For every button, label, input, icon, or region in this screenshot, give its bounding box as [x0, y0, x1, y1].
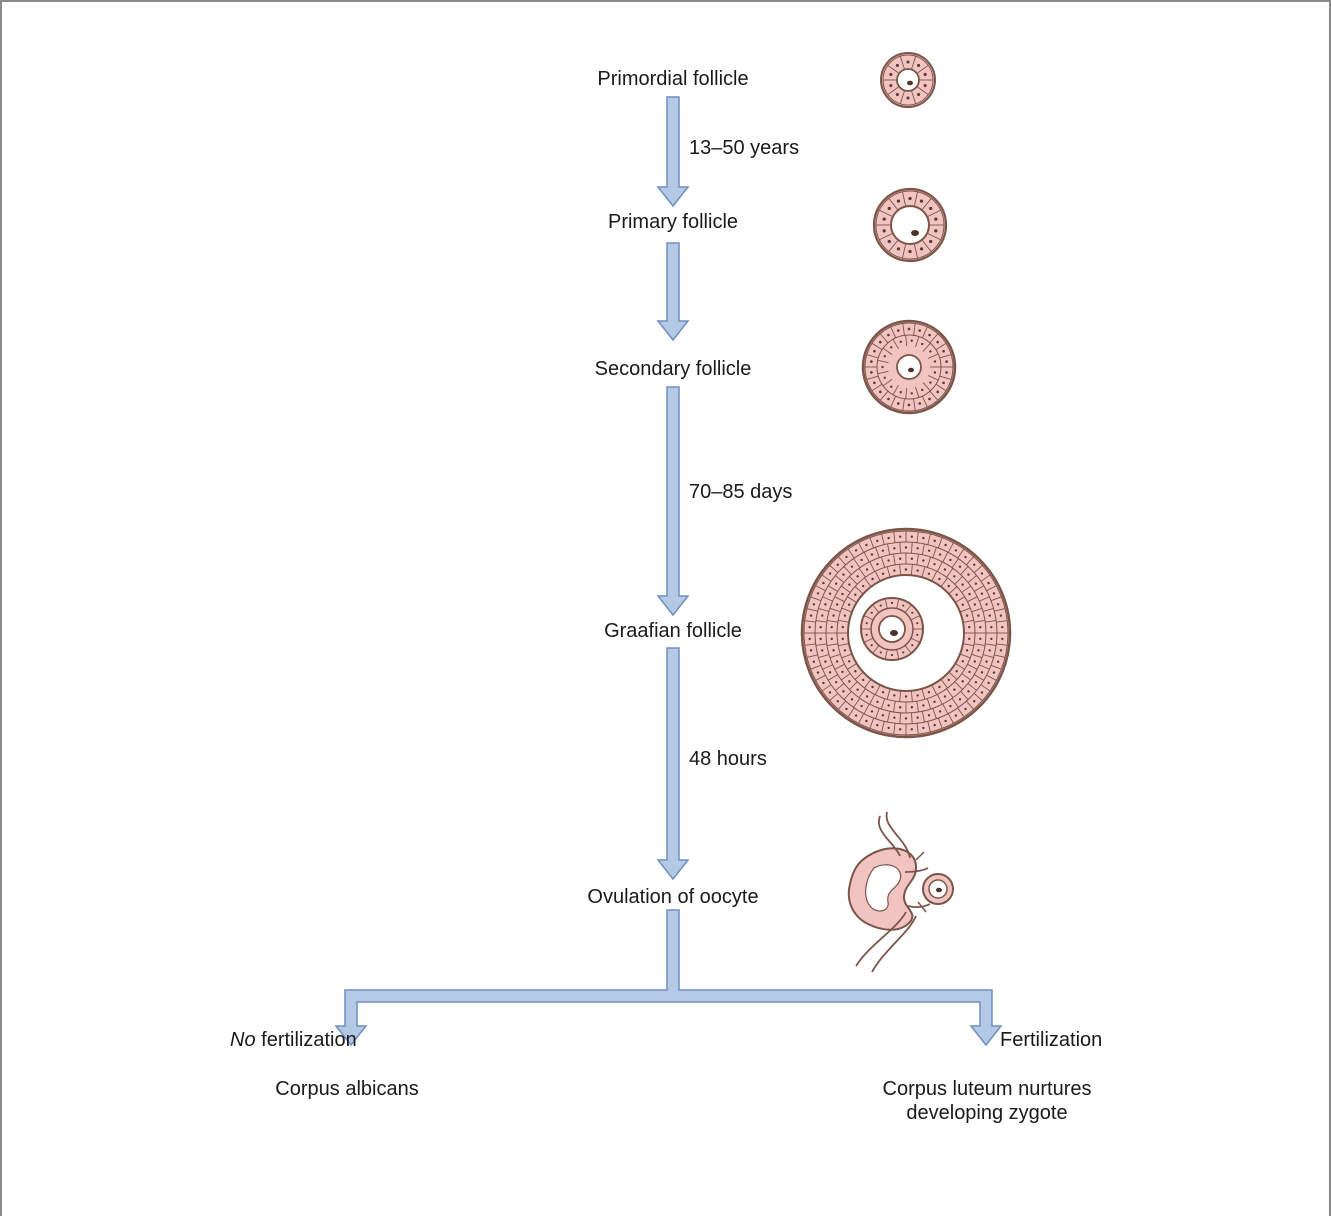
stage-label-ovulation: Ovulation of oocyte: [587, 886, 759, 908]
stage-label-primordial: Primordial follicle: [597, 68, 749, 90]
outcome-label-corpus-albicans: Corpus albicans: [275, 1078, 419, 1100]
cell-ring: [825, 552, 987, 714]
duration-label-days: 70–85 days: [689, 481, 793, 503]
secondary-follicle-illustration: [861, 319, 957, 415]
flow-arrows: [334, 96, 1003, 1047]
cell-ring: [864, 322, 954, 412]
graafian-follicle-illustration: [800, 527, 1012, 739]
arrow-secondary-to-graafian: [656, 386, 690, 617]
cell-ring: [836, 563, 976, 703]
primordial-follicle-illustration: [880, 52, 936, 108]
branch-label-fertilization: Fertilization: [1000, 1029, 1103, 1051]
cell-ring: [860, 597, 924, 661]
cell-ring: [803, 530, 1009, 736]
cell-ring: [875, 190, 945, 260]
primary-follicle-illustration: [872, 187, 948, 263]
branch-label-no-fertilization: No fertilization: [230, 1028, 357, 1052]
stage-label-secondary: Secondary follicle: [594, 358, 752, 380]
cell-ring: [882, 54, 934, 106]
cell-ring: [876, 334, 942, 400]
cell-ring: [814, 541, 998, 725]
arrow-primordial-to-primary: [656, 96, 690, 208]
no-emphasis: No: [230, 1029, 256, 1051]
arrow-graafian-to-ovulation: [656, 647, 690, 881]
duration-label-years: 13–50 years: [689, 137, 800, 159]
stage-label-graafian: Graafian follicle: [604, 620, 742, 642]
arrow-primary-to-secondary: [656, 242, 690, 342]
no-fertilization-rest: fertilization: [255, 1029, 357, 1051]
branch-arrow: [334, 909, 1003, 1047]
duration-label-hours: 48 hours: [689, 748, 767, 770]
ovulation-illustration: [847, 811, 954, 973]
outcome-label-corpus-luteum: Corpus luteum nurtures developing zygote: [882, 1078, 1092, 1124]
stage-label-primary: Primary follicle: [607, 211, 739, 233]
